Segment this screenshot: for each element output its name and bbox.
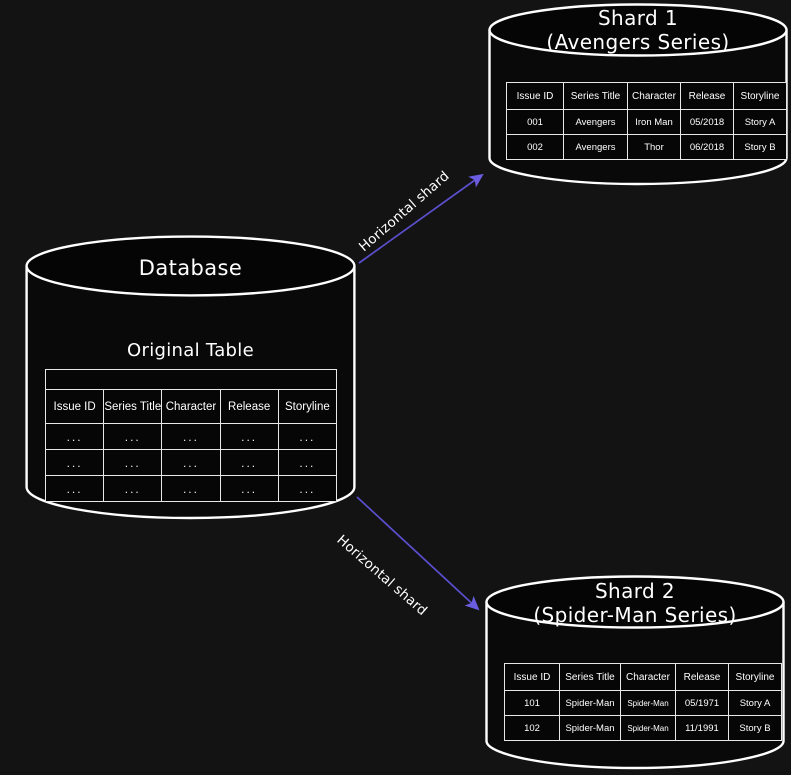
cell-release: 05/1971 <box>675 690 729 716</box>
column-header-series-title: Series Title <box>563 82 628 110</box>
table-row: 101 Spider-Man Spider-Man 05/1971 Story … <box>504 690 782 716</box>
cell-storyline: Story A <box>728 690 782 716</box>
cell-series-title: Avengers <box>563 109 628 135</box>
cell-character: ... <box>161 423 221 450</box>
column-header-storyline: Storyline <box>728 663 782 691</box>
cell-release: 11/1991 <box>675 715 729 741</box>
table-spacer-row <box>45 369 337 390</box>
table-header-row: Issue ID Series Title Character Release … <box>504 663 782 691</box>
shard-1-table: Issue ID Series Title Character Release … <box>506 82 787 160</box>
column-header-series-title: Series Title <box>103 389 163 424</box>
cell-release: 05/2018 <box>680 109 734 135</box>
cell-issue-id: 101 <box>504 690 560 716</box>
cell-series-title: ... <box>103 449 163 476</box>
column-header-storyline: Storyline <box>277 389 338 424</box>
column-header-character: Character <box>620 663 676 691</box>
column-header-series-title: Series Title <box>559 663 621 691</box>
cell-storyline: Story B <box>728 715 782 741</box>
cell-storyline: ... <box>277 475 338 502</box>
cell-release: ... <box>219 475 279 502</box>
column-header-character: Character <box>627 82 681 110</box>
cell-release: 06/2018 <box>680 134 734 160</box>
cell-storyline: Story B <box>733 134 787 160</box>
cell-release: ... <box>219 423 279 450</box>
cell-character: ... <box>161 475 221 502</box>
cell-character: Iron Man <box>627 109 681 135</box>
original-table: Issue ID Series Title Character Release … <box>44 369 338 502</box>
cell-issue-id: 001 <box>506 109 564 135</box>
cell-series-title: Spider-Man <box>559 715 621 741</box>
cell-issue-id: 102 <box>504 715 560 741</box>
cell-series-title: Spider-Man <box>559 690 621 716</box>
table-row: ... ... ... ... ... <box>44 423 338 450</box>
cell-storyline: ... <box>277 423 338 450</box>
cell-series-title: Avengers <box>563 134 628 160</box>
table-row: ... ... ... ... ... <box>44 475 338 502</box>
cell-character: Spider-Man <box>620 690 676 716</box>
column-header-issue-id: Issue ID <box>504 663 560 691</box>
arrow-label-horizontal-shard-top: Horizontal shard <box>356 168 453 256</box>
table-row: 102 Spider-Man Spider-Man 11/1991 Story … <box>504 715 782 741</box>
original-table-label: Original Table <box>127 340 254 361</box>
column-header-storyline: Storyline <box>733 82 787 110</box>
cell-issue-id: 002 <box>506 134 564 160</box>
cell-release: ... <box>219 449 279 476</box>
cell-issue-id: ... <box>44 449 105 476</box>
arrow-label-horizontal-shard-bottom: Horizontal shard <box>333 532 431 619</box>
cell-storyline: Story A <box>733 109 787 135</box>
cell-character: ... <box>161 449 221 476</box>
shard-2-table: Issue ID Series Title Character Release … <box>504 663 782 741</box>
column-header-release: Release <box>219 389 279 424</box>
column-header-character: Character <box>161 389 221 424</box>
column-header-issue-id: Issue ID <box>506 82 564 110</box>
cell-issue-id: ... <box>44 475 105 502</box>
table-row: 001 Avengers Iron Man 05/2018 Story A <box>506 109 787 135</box>
cell-character: Spider-Man <box>620 715 676 741</box>
arrow-to-shard-2 <box>356 496 480 611</box>
table-header-row: Issue ID Series Title Character Release … <box>506 82 787 110</box>
column-header-release: Release <box>680 82 734 110</box>
table-spacer-cell <box>45 369 337 390</box>
table-header-row: Issue ID Series Title Character Release … <box>44 389 338 424</box>
column-header-release: Release <box>675 663 729 691</box>
cell-series-title: ... <box>103 475 163 502</box>
cell-storyline: ... <box>277 449 338 476</box>
cell-series-title: ... <box>103 423 163 450</box>
cell-issue-id: ... <box>44 423 105 450</box>
column-header-issue-id: Issue ID <box>44 389 105 424</box>
table-row: 002 Avengers Thor 06/2018 Story B <box>506 134 787 160</box>
arrow-to-shard-1 <box>358 173 484 264</box>
table-row: ... ... ... ... ... <box>44 449 338 476</box>
cell-character: Thor <box>627 134 681 160</box>
